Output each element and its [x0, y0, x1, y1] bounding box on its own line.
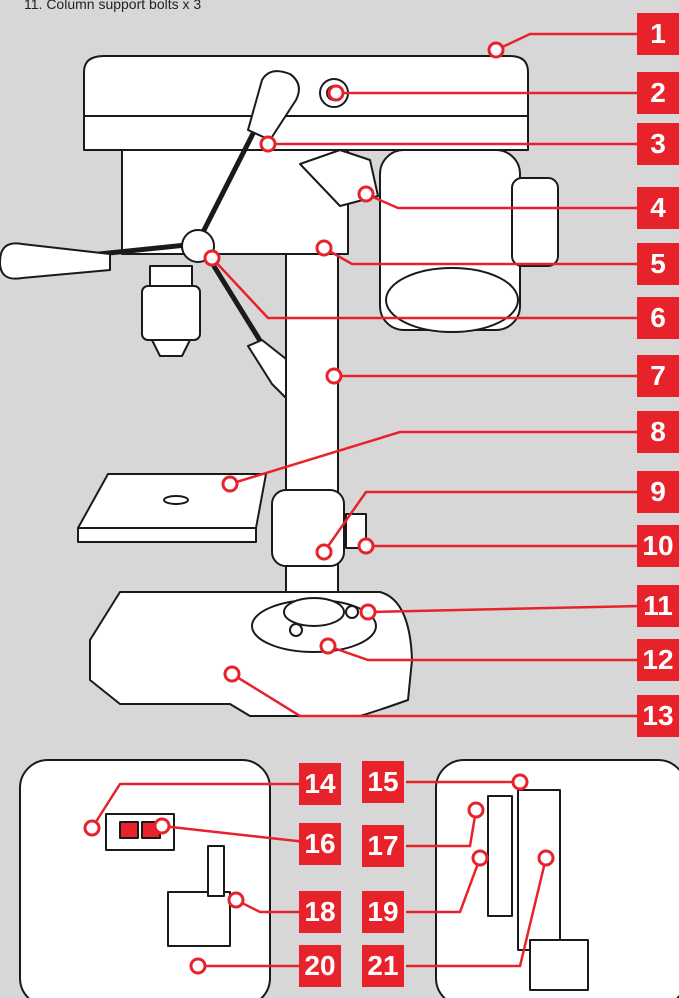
motor-cover [511, 177, 559, 267]
label-12: 12 [637, 639, 679, 681]
handle-left [0, 242, 111, 280]
label-6: 6 [637, 297, 679, 339]
label-19: 19 [362, 891, 404, 933]
table-bracket [271, 489, 345, 567]
label-8: 8 [637, 411, 679, 453]
label-16: 16 [299, 823, 341, 865]
label-1: 1 [637, 13, 679, 55]
label-15: 15 [362, 761, 404, 803]
inset-left-mechanism [167, 891, 231, 947]
label-5: 5 [637, 243, 679, 285]
label-14: 14 [299, 763, 341, 805]
spring [207, 845, 225, 897]
handle-top [247, 70, 300, 141]
label-3: 3 [637, 123, 679, 165]
caption-text: 11. Column support bolts x 3 [24, 0, 202, 12]
depth-rod [487, 795, 513, 917]
label-13: 13 [637, 695, 679, 737]
label-7: 7 [637, 355, 679, 397]
label-10: 10 [637, 525, 679, 567]
belt-cover [83, 55, 529, 151]
label-9: 9 [637, 471, 679, 513]
chuck-tip [151, 339, 191, 357]
label-11: 11 [637, 585, 679, 627]
leader-dots [83, 41, 555, 975]
leader-lines [90, 32, 641, 968]
label-2: 2 [637, 72, 679, 114]
depth-scale [517, 789, 561, 951]
motor-end [385, 267, 519, 333]
chuck-inset [529, 939, 589, 991]
inset-left [19, 759, 271, 998]
chuck [141, 285, 201, 341]
label-21: 21 [362, 945, 404, 987]
label-18: 18 [299, 891, 341, 933]
label-17: 17 [362, 825, 404, 867]
label-4: 4 [637, 187, 679, 229]
spindle [149, 265, 193, 287]
label-20: 20 [299, 945, 341, 987]
